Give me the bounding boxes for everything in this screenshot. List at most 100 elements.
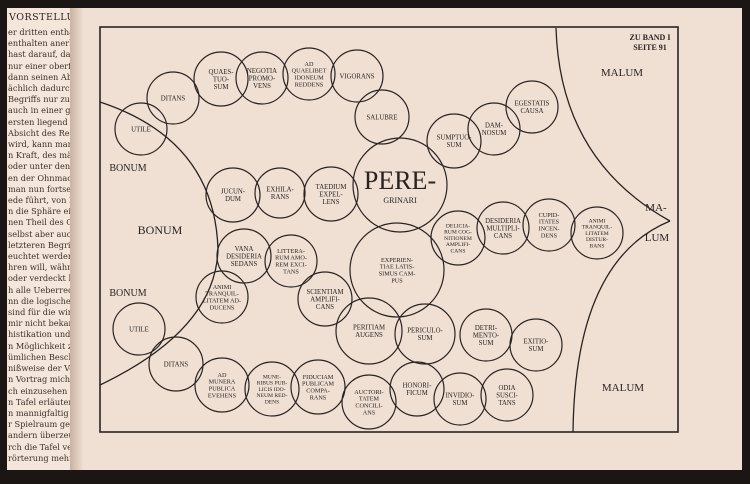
node-label: ITATES [539,219,560,226]
node-label: SUM [479,340,494,347]
node-label: MUNERA [209,379,236,386]
node-label: AMPLIFI- [310,296,340,303]
node-label: DESIDERIA [226,253,262,260]
malum-boundary-top [555,27,671,222]
node-circle [235,51,289,105]
node-label: TIAE LATIS- [380,264,415,271]
node-label: SIMUS CAM- [379,271,416,278]
node-label: FICUM [406,390,428,397]
node-sumptuosum: SUMPTUO-SUM [426,113,482,169]
node-salubre: SALUBRE [354,89,410,145]
text-line: ede führt, von Ne [8,195,75,206]
node-label: BANS [590,244,605,250]
node-circle [341,374,397,430]
text-line: hren will, während [8,262,75,273]
text-line: n Kraft, des mäch [8,150,75,161]
node-label: TATEM [359,396,380,403]
text-line: ümlichen Beschaf [8,351,75,362]
node-label: CANS [494,233,512,240]
node-label: COMPA- [306,388,330,395]
node-circle [433,372,487,426]
node-label: JUCUN- [221,189,246,196]
region-bonum-center: BONUM [138,223,183,237]
text-line: en der Ohnmacht, [8,172,75,183]
text-line: n Möglichkeit zur [8,340,75,351]
node-label: UTILE [131,126,151,133]
node-label: DENS [265,400,280,406]
text-line: nur einer oberfl [8,60,74,71]
text-line: man nun fortse [8,183,72,194]
text-line: auch in einer gan [8,105,75,116]
text-line: ächlich dadurch, [8,83,75,94]
node-label: QUAELIBET [292,68,327,75]
text-line: oder verdeckt hält. [8,273,75,284]
node-circle [193,51,249,107]
node-label: LITTERA- [277,248,305,255]
node-label: TAEDIUM [316,184,347,191]
page-ref-line2: SEITE 91 [633,43,667,52]
node-label: RIBUS PUB- [257,381,288,387]
node-label: ODIA [499,385,516,392]
node-label: CONCILI- [355,403,382,410]
node-circle [394,303,456,365]
node-label: HONORI- [403,383,432,390]
text-line: sind für die wirk [8,307,75,318]
text-line: selbst aber auch [8,228,75,239]
node-label: MUNE- [263,374,281,380]
node-label: AUCTORI- [354,389,383,396]
text-line: rch die Tafel ver [8,441,75,452]
node-vigorans: VIGORANS [330,49,384,103]
node-label: QUAES- [209,69,235,76]
text-line: wird, kann man d [8,139,75,150]
node-label: DUM [225,196,241,203]
node-label: SUM [453,400,468,407]
node-label: MULTIPLI- [486,225,520,232]
node-label: PUBLICAM [302,381,334,388]
text-line: h alle Ueberredu [8,284,75,295]
node-exitiosum: EXITIO-SUM [509,318,563,372]
node-label: REM EXCI- [275,262,306,269]
node-honorificum: HONORI-FICUM [389,361,445,417]
node-label: DENS [541,233,558,240]
node-litterarum: LITTERA-RUM AMO-REM EXCI-TANS [264,234,318,288]
node-label: LENS [323,199,340,206]
region-malum-right-2: LUM [645,232,670,244]
node-label: IDONEUM [294,75,324,82]
node-circle [195,270,249,324]
text-line: n mannigfaltig in [8,407,75,418]
node-label: INCEN- [539,226,560,233]
region-bonum-top: BONUM [109,163,146,174]
node-label: SUM [214,84,229,91]
node-label: EXHILA- [266,187,294,194]
node-label: EXITIO- [524,339,550,346]
node-circle [335,297,403,365]
node-jucundum: JUCUN-DUM [205,167,261,223]
node-label: PERICULO- [407,328,443,335]
text-line: histikation und Ue [8,329,75,340]
node-label: LITATEM [585,231,609,237]
node-circle [146,71,200,125]
node-label: SCIENTIAM [306,289,343,296]
node-label: DELICIA- [446,223,470,229]
node-label: NITIONEM [444,236,472,242]
node-circle [426,113,482,169]
text-line: ersten liegend ang [8,116,75,127]
node-label: FIDUCIAM [303,374,334,381]
node-label: EGESTATIS [515,101,550,108]
node-label: CUPID- [539,212,560,219]
node-label: PUS [391,278,403,285]
node-label: SUM [529,346,544,353]
text-line: rörterung mehr W [8,452,75,463]
node-ditans-top: DITANS [146,71,200,125]
left-page-text: er dritten enthalteenthalten anerkehast … [7,27,75,464]
text-line: dann seinen Ab [8,71,73,82]
node-label: REDDENS [295,82,324,89]
